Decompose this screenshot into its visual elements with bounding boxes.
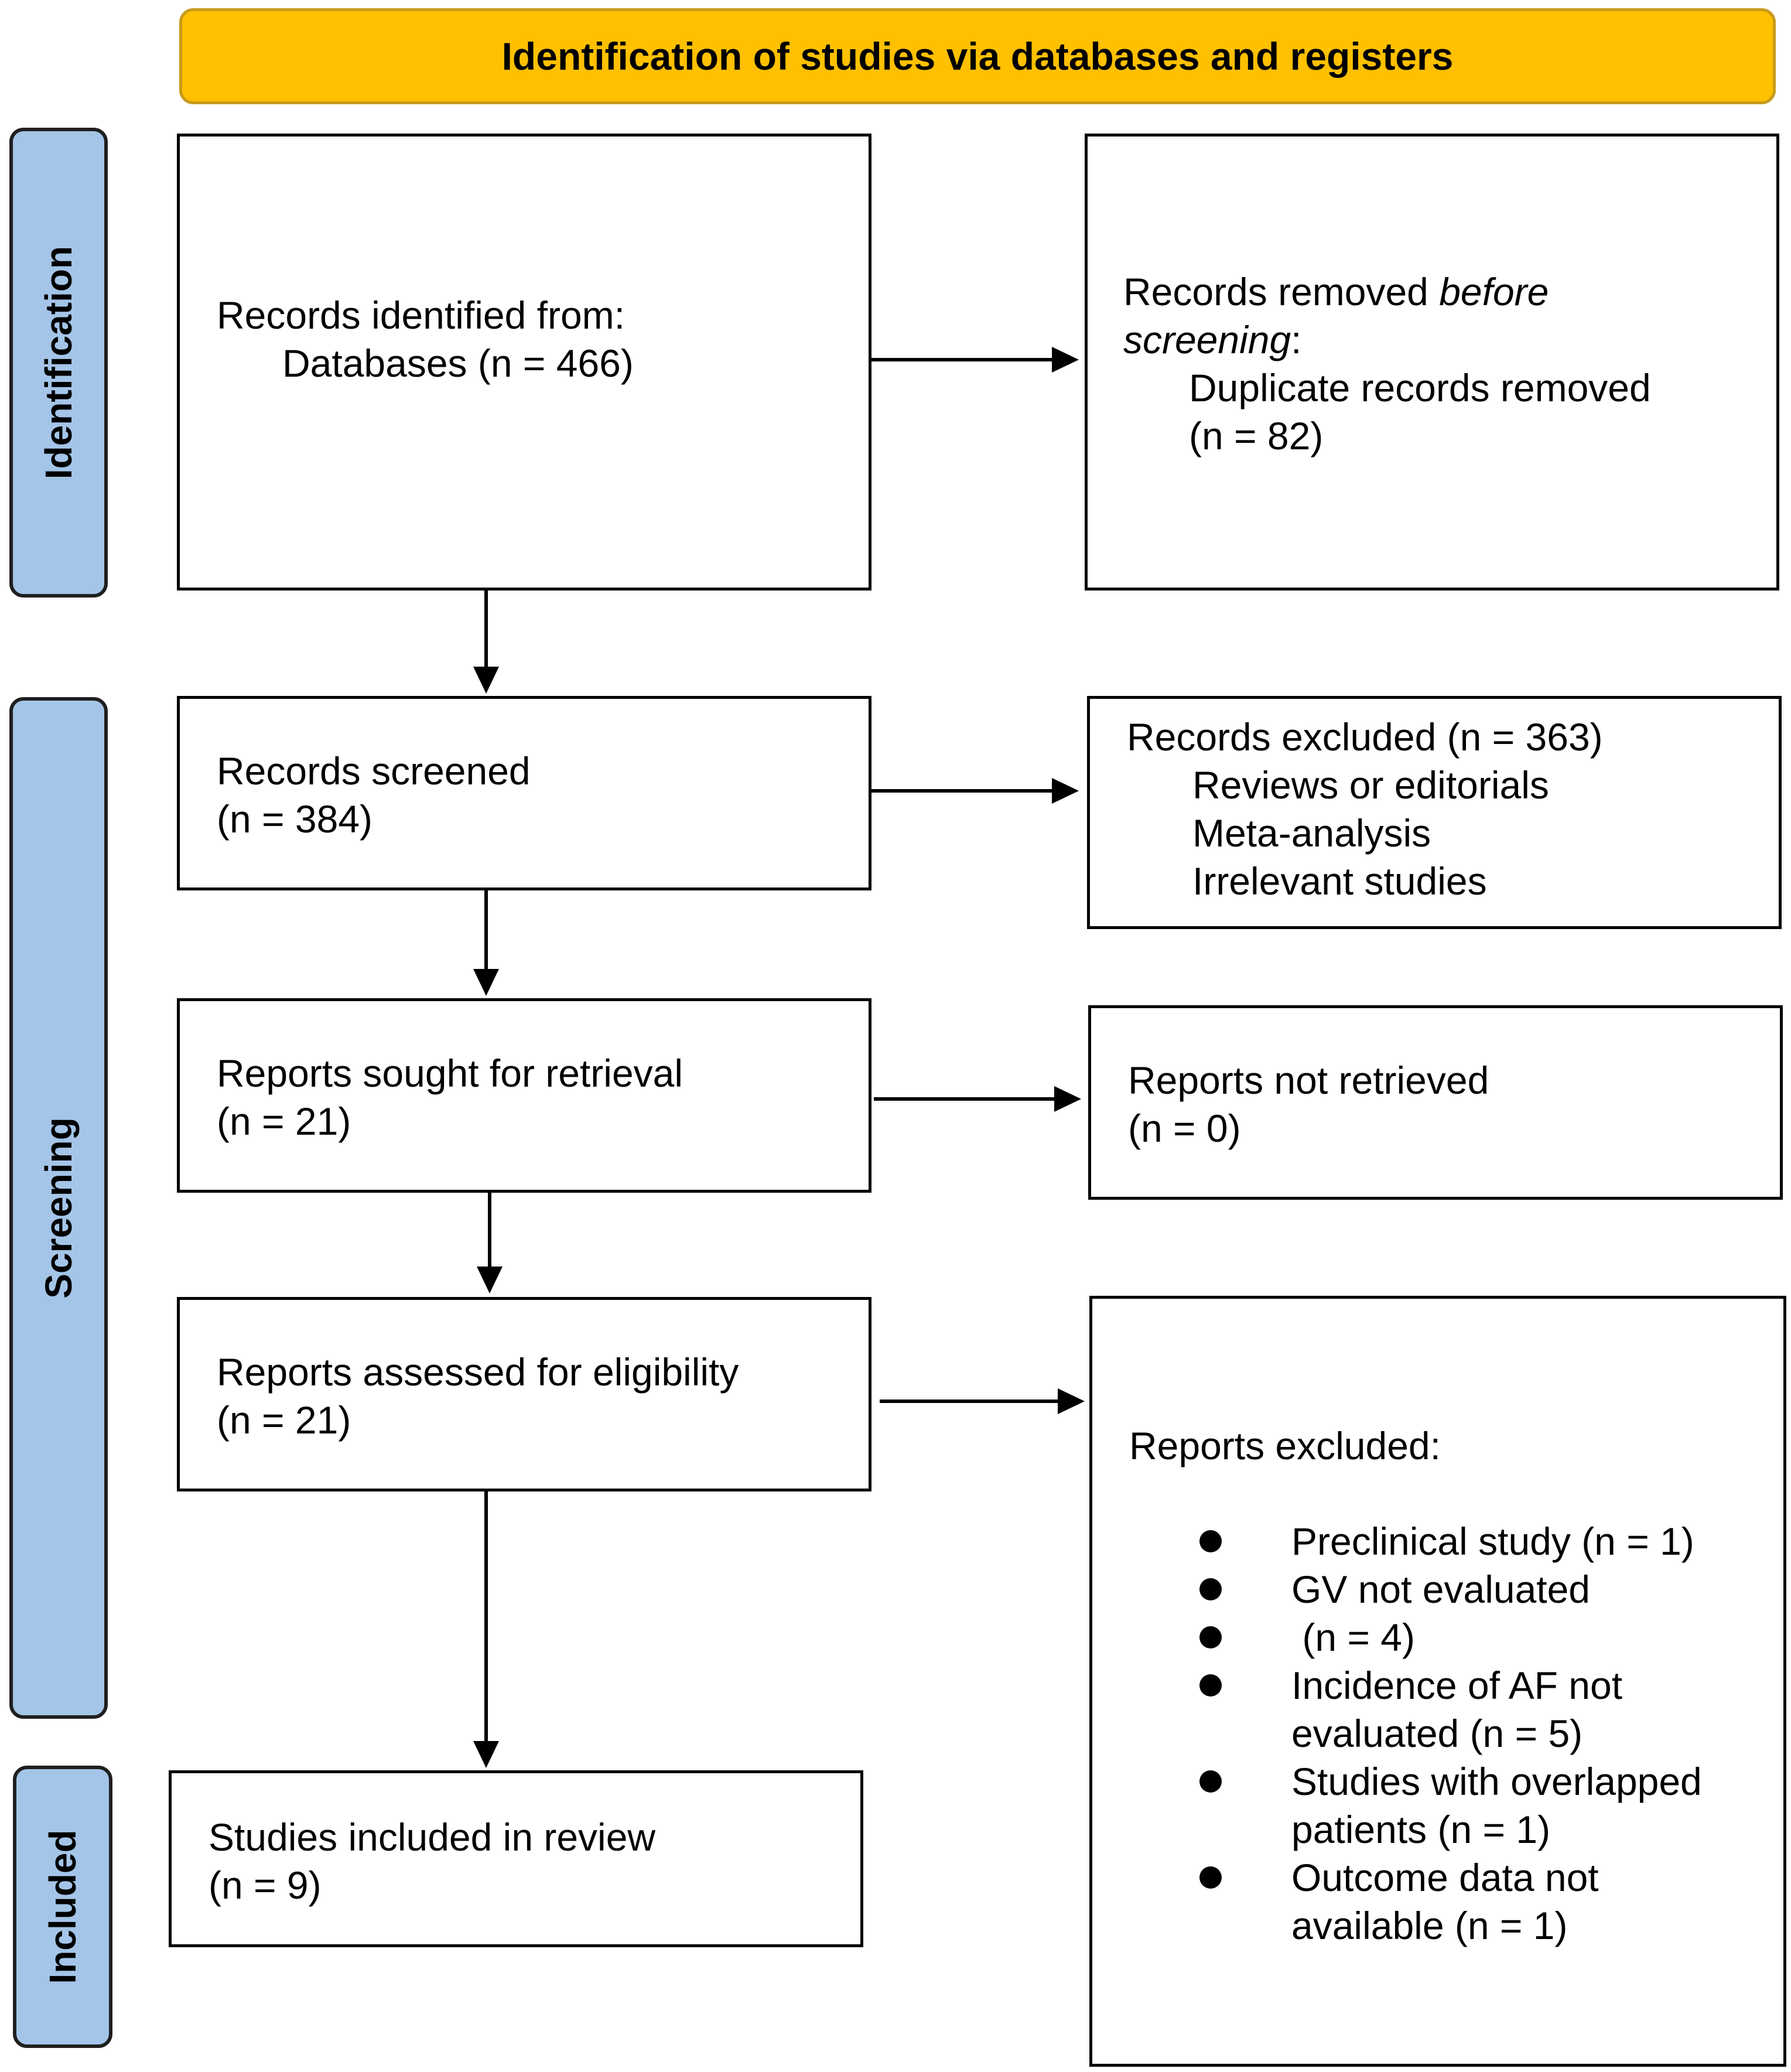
arrowhead-icon (473, 969, 499, 996)
reports-excluded-item: evaluated (n = 5) (1291, 1712, 1583, 1755)
arrowhead-icon (1052, 347, 1079, 373)
records-excluded-heading: Records excluded (n = 363) (1127, 715, 1603, 759)
reports-not-retrieved-box: Reports not retrieved (n = 0) (1088, 1005, 1783, 1200)
records-identified-databases: Databases (n = 466) (282, 342, 634, 385)
records-screened-label: Records screened (217, 749, 531, 793)
bullet-icon (1199, 1866, 1222, 1889)
bullet-icon (1199, 1626, 1222, 1648)
records-excluded-box: Records excluded (n = 363) Reviews or ed… (1087, 696, 1782, 929)
reports-excluded-heading: Reports excluded: (1129, 1424, 1441, 1467)
reports-excluded-item: patients (n = 1) (1291, 1808, 1551, 1851)
reports-not-retrieved-count: (n = 0) (1128, 1107, 1241, 1150)
records-removed-heading: Records removed before (1123, 270, 1549, 313)
reports-excluded-item: GV not evaluated (1291, 1568, 1591, 1611)
arrowhead-icon (477, 1267, 503, 1293)
arrowhead-icon (1052, 778, 1079, 804)
studies-included-box: Studies included in review (n = 9) (169, 1770, 863, 1947)
banner-title: Identification of studies via databases … (501, 35, 1454, 78)
duplicate-records-label: Duplicate records removed (1189, 366, 1651, 409)
records-identified-heading: Records identified from: (217, 293, 625, 337)
reports-excluded-item: Outcome data not (1291, 1856, 1599, 1899)
reports-assessed-label: Reports assessed for eligibility (217, 1350, 739, 1394)
reports-excluded-item: (n = 4) (1291, 1616, 1415, 1659)
reports-assessed-count: (n = 21) (217, 1398, 351, 1442)
bullet-icon (1199, 1530, 1222, 1552)
records-removed-heading-cont: screening: (1123, 318, 1302, 361)
records-removed-box: Records removed before screening: Duplic… (1085, 134, 1779, 590)
reports-sought-label: Reports sought for retrieval (217, 1052, 683, 1095)
reports-excluded-item: Studies with overlapped (1291, 1760, 1702, 1803)
arrowhead-icon (473, 1741, 499, 1768)
records-excluded-item: Meta-analysis (1192, 811, 1431, 855)
studies-included-count: (n = 9) (209, 1863, 322, 1907)
studies-included-label: Studies included in review (209, 1815, 656, 1859)
reports-excluded-item: Preclinical study (n = 1) (1291, 1520, 1694, 1563)
arrowhead-icon (1058, 1388, 1085, 1414)
phase-included: Included (13, 1766, 112, 2048)
records-identified-box: Records identified from: Databases (n = … (177, 134, 871, 590)
reports-sought-count: (n = 21) (217, 1100, 351, 1143)
phase-screening: Screening (9, 697, 108, 1719)
reports-assessed-box: Reports assessed for eligibility (n = 21… (177, 1297, 871, 1491)
records-screened-box: Records screened (n = 384) (177, 696, 871, 890)
reports-excluded-box: Reports excluded: Preclinical study (n =… (1089, 1296, 1786, 2067)
arrowhead-icon (1054, 1086, 1081, 1112)
identification-banner: Identification of studies via databases … (179, 8, 1776, 104)
reports-excluded-item: Incidence of AF not (1291, 1664, 1623, 1707)
reports-sought-box: Reports sought for retrieval (n = 21) (177, 998, 871, 1193)
phase-identification: Identification (9, 128, 108, 598)
duplicate-records-count: (n = 82) (1189, 414, 1324, 458)
bullet-icon (1199, 1674, 1222, 1696)
reports-excluded-item: available (n = 1) (1291, 1904, 1568, 1947)
bullet-icon (1199, 1578, 1222, 1600)
records-excluded-item: Reviews or editorials (1192, 763, 1549, 807)
bullet-icon (1199, 1770, 1222, 1793)
reports-not-retrieved-label: Reports not retrieved (1128, 1059, 1489, 1102)
records-screened-count: (n = 384) (217, 797, 372, 841)
records-excluded-item: Irrelevant studies (1192, 859, 1487, 903)
arrowhead-icon (473, 667, 499, 694)
